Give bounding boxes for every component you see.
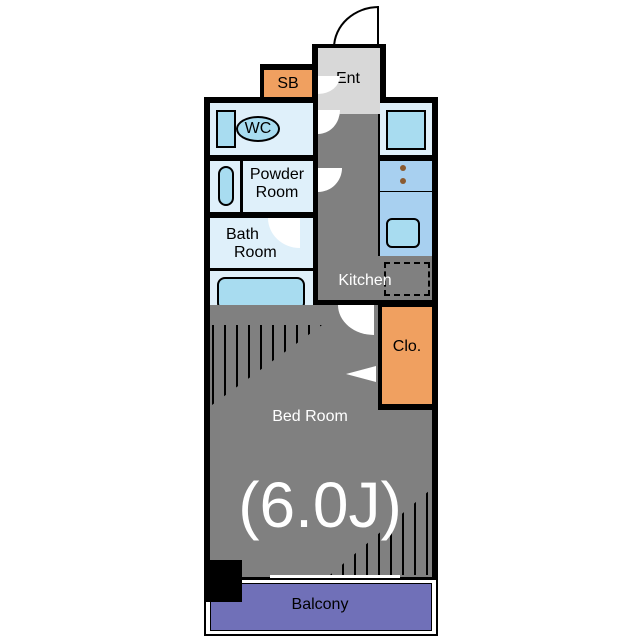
toilet-label: WC — [244, 120, 272, 137]
bath-divider — [210, 268, 313, 271]
balcony — [210, 583, 432, 631]
washer-space — [384, 262, 430, 296]
burner-icon — [400, 178, 406, 184]
entry-door-swing[interactable] — [333, 6, 379, 48]
burner-icon — [400, 165, 406, 171]
entrance-label: Ent — [335, 70, 360, 87]
powder-divider — [240, 161, 243, 212]
toilet-tank — [216, 110, 236, 148]
toilet-bowl — [236, 116, 280, 142]
bed-room-label: Bed Room — [272, 408, 348, 425]
structural-column — [204, 580, 242, 602]
powder-room-label-2: Room — [255, 184, 299, 201]
sink-icon — [386, 218, 420, 248]
balcony-label: Balcony — [291, 596, 349, 613]
bed-room-size: (6.0J) — [238, 469, 402, 541]
powder-room-label-1: Powder — [249, 166, 305, 183]
shoe-box — [264, 70, 312, 97]
bath-room-label-2: Room — [234, 244, 277, 261]
closet — [382, 307, 432, 404]
washbasin — [218, 166, 234, 206]
balcony-window[interactable] — [270, 575, 400, 578]
bath-room-label-1: Bath — [226, 226, 259, 243]
closet-label: Clo. — [392, 338, 422, 355]
kitchen-label: Kitchen — [338, 272, 392, 289]
stove — [380, 161, 432, 192]
fridge-icon — [386, 110, 426, 150]
shoe-box-label: SB — [277, 75, 299, 92]
